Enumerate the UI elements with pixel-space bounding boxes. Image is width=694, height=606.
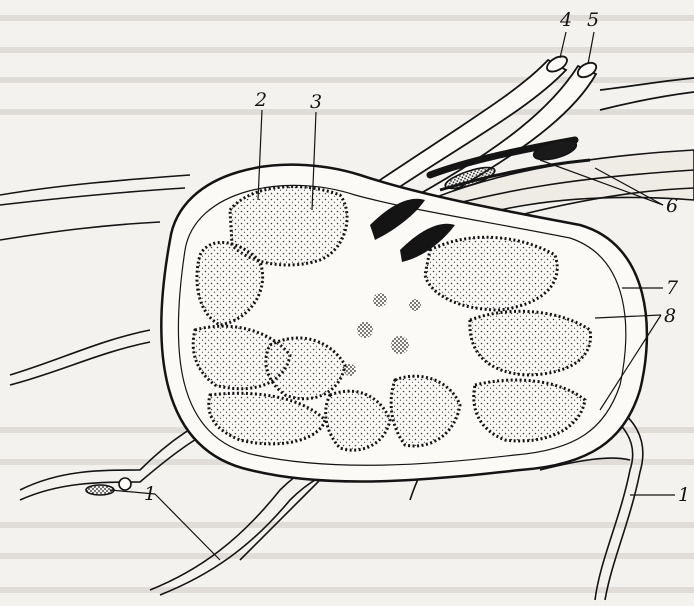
label-trabeculae: 8 xyxy=(664,305,676,327)
label-hilum-vessels: 6 xyxy=(666,195,678,217)
label-cortex: 2 xyxy=(254,89,267,111)
label-capsule: 7 xyxy=(666,277,679,299)
label-vessel-4: 4 xyxy=(559,9,572,31)
label-paracortex: 3 xyxy=(310,91,322,113)
label-vessel-5: 5 xyxy=(587,9,599,31)
label-afferent-vessels-right: 1 xyxy=(678,484,690,506)
label-afferent-vessels-left: 1 xyxy=(144,483,156,505)
